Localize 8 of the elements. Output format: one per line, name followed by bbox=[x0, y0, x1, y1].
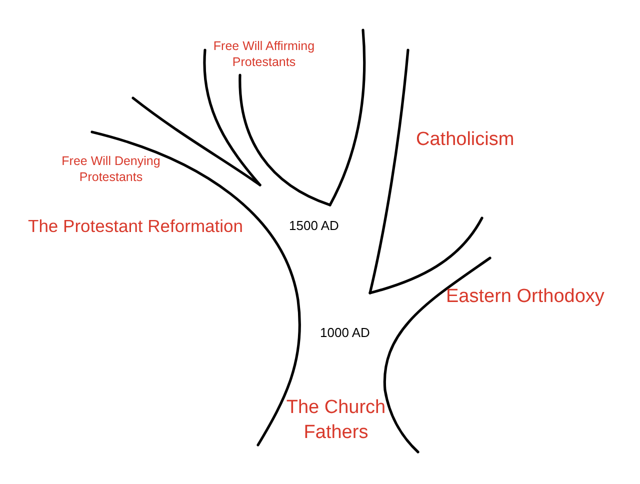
branch-label: Free Will Affirming Protestants bbox=[212, 38, 316, 70]
trunk-label: The Church Fathers bbox=[285, 396, 387, 445]
date-label: 1500 AD bbox=[289, 218, 340, 235]
branch-label: Eastern Orthodoxy bbox=[446, 285, 606, 309]
branch-label: Free Will Denying Protestants bbox=[60, 153, 162, 186]
branch-label: The Protestant Reformation bbox=[28, 215, 244, 238]
date-label: 1000 AD bbox=[320, 325, 371, 342]
branch-label: Catholicism bbox=[416, 128, 516, 152]
